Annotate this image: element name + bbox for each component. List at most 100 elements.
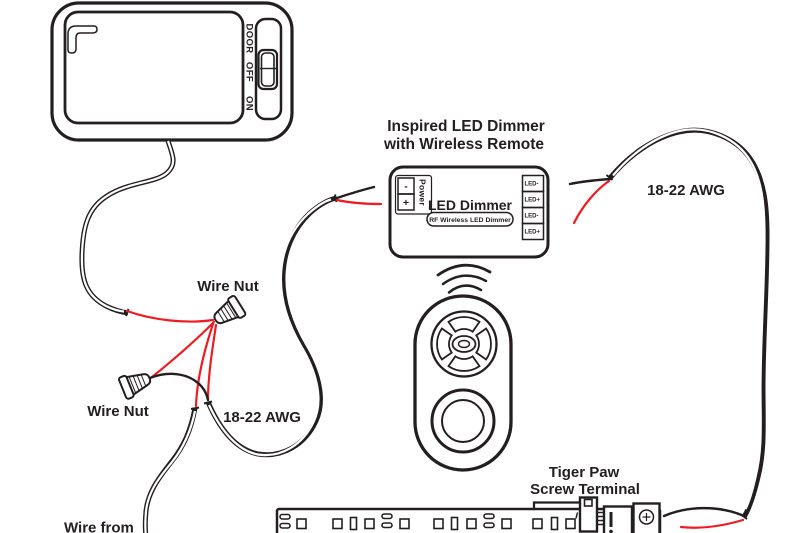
fixture-shell: [50, 1, 294, 142]
screw-cross-icon: [642, 513, 651, 521]
power-minus-label: -: [404, 181, 408, 193]
remote-control: [413, 294, 513, 472]
wireless-signal-icon: [436, 263, 492, 294]
screw-terminal-label-line2: Screw Terminal: [530, 481, 640, 498]
screw-terminal-label-line1: Tiger Paw: [549, 464, 620, 481]
cable-end-cap: [203, 400, 213, 405]
solder-pads: [279, 513, 291, 520]
dpad-ring: [430, 310, 498, 378]
led-terminal-label-3: LED-: [525, 214, 539, 220]
red-wire-nut-to-cable-b: [206, 323, 218, 402]
switch-label-door: DOOR: [244, 23, 255, 53]
fixture-lens: [63, 10, 245, 125]
led-chip: [501, 518, 512, 530]
awg-label-right: 18-22 AWG: [647, 182, 725, 199]
strip-components: [279, 512, 579, 531]
resistor: [450, 516, 459, 531]
dpad-center-dot: [457, 339, 471, 349]
red-conductors: [125, 179, 745, 529]
led-terminal-label-1: LED-: [525, 182, 539, 188]
red-wire-nut-to-cable-a: [194, 322, 215, 408]
terminal-contact-dot: [609, 529, 613, 533]
black-conductors: [148, 177, 746, 518]
power-terminal-frame: [394, 174, 433, 215]
dimmer-name: LED Dimmer: [428, 197, 513, 213]
cable-end-cap: [190, 406, 200, 410]
wire-from-label: Wire from: [64, 520, 134, 533]
black-wire-to-strip: [662, 506, 746, 518]
terminal-ledge: [532, 501, 581, 510]
switch-label-off: OFF: [244, 62, 255, 82]
led-strip: [275, 496, 662, 533]
diagram-title-line1: Inspired LED Dimmer: [387, 118, 545, 135]
fixture-switch-panel: DOOR OFF ON: [244, 17, 283, 121]
led-chip: [433, 518, 444, 530]
red-wire-to-strip: [679, 518, 745, 529]
led-chip: [399, 518, 410, 530]
black-wire-to-dimmer-input: [335, 185, 376, 200]
remote-body: [413, 294, 513, 472]
led-chip: [296, 518, 307, 530]
switch-knob: [260, 52, 275, 87]
dimmer-badge-pill: [426, 211, 514, 227]
remote-power-button: [430, 388, 496, 454]
resistor: [349, 516, 358, 531]
led-chip: [332, 518, 343, 530]
cable-down-left: [142, 406, 200, 533]
red-wire-to-dimmer-input: [335, 198, 383, 206]
dpad-center-oval: [451, 335, 477, 353]
led-terminal-label-4: LED+: [525, 230, 541, 236]
black-wire-from-dimmer-output: [568, 177, 612, 186]
power-button-outer-ring: [430, 388, 496, 454]
power-terminal-plus-box: [397, 193, 415, 211]
dpad-left-button: [436, 327, 453, 361]
solder-pads: [483, 513, 495, 520]
led-chip: [364, 518, 375, 530]
switch-panel-outline: [254, 17, 283, 121]
awg-label-left: 18-22 AWG: [223, 409, 301, 426]
dimmer-unit: - + Power LED Dimmer RF Wireless LED Dim…: [388, 165, 550, 259]
fixture-cable: [79, 140, 176, 317]
solder-pads: [483, 522, 495, 529]
dimmer-led-terminals: LED- LED+ LED- LED+: [521, 174, 545, 241]
screw-head-icon: [638, 509, 655, 525]
dimmer-badge-text: RF Wireless LED Dimmer: [429, 217, 511, 224]
diagram-title-line2: with Wireless Remote: [383, 136, 544, 153]
dimmer-power-terminal: - + Power: [394, 174, 433, 215]
resistor: [550, 516, 559, 531]
lens-corner-decoration: [67, 25, 98, 54]
cable-end-cap: [605, 174, 614, 181]
solder-mark: [575, 512, 579, 519]
red-wire-nut-to-nut: [150, 320, 216, 379]
switch-track: [257, 48, 279, 91]
wire-nut-bottom-label: Wire Nut: [87, 403, 149, 420]
switch-label-on: ON: [244, 96, 255, 111]
dpad-down-button: [447, 355, 481, 372]
dpad-up-button: [447, 316, 481, 333]
ceiling-light-fixture: DOOR OFF ON: [50, 1, 294, 142]
led-chip: [466, 518, 477, 530]
solder-pads: [279, 522, 291, 529]
power-plus-label: +: [403, 197, 409, 209]
cable-end-cap: [125, 308, 130, 317]
led-terminal-box-4: [521, 222, 545, 241]
terminal-block-body: [602, 505, 634, 533]
terminal-clamp: [578, 496, 599, 533]
remote-dpad: [430, 310, 498, 378]
led-chip: [532, 518, 543, 530]
dpad-right-button: [475, 327, 492, 361]
dimmer-body: [388, 165, 550, 259]
black-wire-nut-to-cable-b: [148, 372, 210, 402]
red-wire-fixture-to-nut: [125, 309, 215, 323]
wire-nut-top-label: Wire Nut: [197, 278, 259, 295]
red-wire-from-dimmer-output: [572, 179, 611, 225]
led-chip: [565, 518, 576, 530]
wire-nut-bottom: [117, 366, 155, 401]
screw-terminal: [532, 496, 661, 533]
power-label: Power: [418, 179, 428, 206]
power-button-inner-ring: [441, 399, 485, 443]
led-terminal-label-2: LED+: [525, 198, 541, 204]
solder-pads: [381, 513, 393, 520]
